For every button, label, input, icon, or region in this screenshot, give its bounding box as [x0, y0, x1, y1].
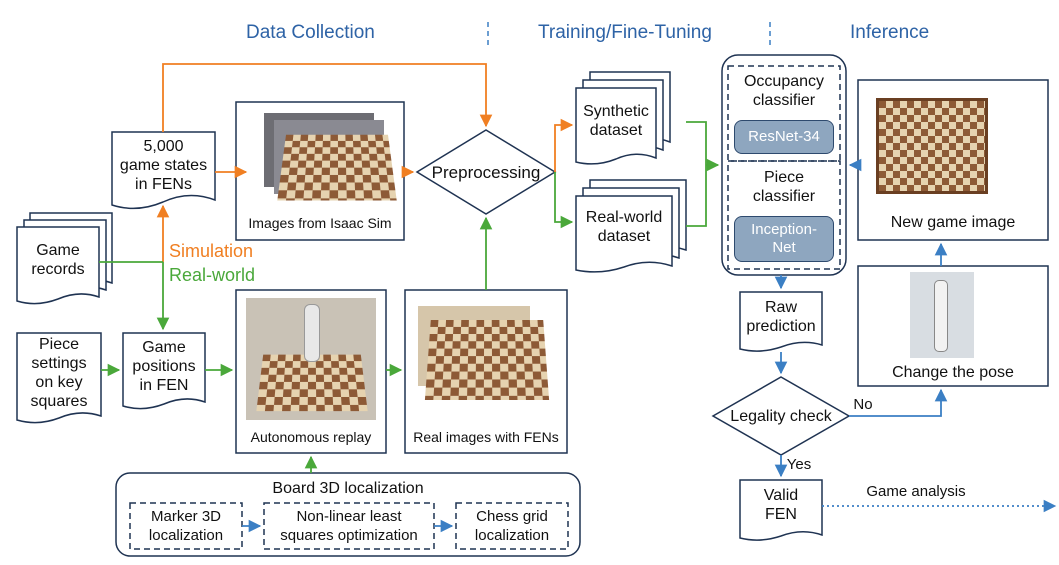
marker-3d-label: Marker 3D localization [130, 505, 242, 547]
occupancy-classifier-label: Occupancy classifier [728, 70, 840, 112]
game-records-label: Game records [17, 237, 99, 283]
game-states-label: 5,000 game states in FENs [112, 134, 215, 196]
robot-arm [304, 304, 320, 362]
board-localization-label: Board 3D localization [116, 477, 580, 499]
no-label: No [848, 394, 878, 414]
chess-grid-label: Chess grid localization [456, 505, 568, 547]
legality-check-label: Legality check [713, 405, 849, 427]
game-analysis-label: Game analysis [856, 481, 976, 501]
piece-settings-label: Piece settings on key squares [17, 334, 101, 412]
realworld-dataset-label: Real-world dataset [576, 204, 672, 250]
robot-arm-pose [934, 280, 948, 352]
game-positions-label: Game positions in FEN [123, 336, 205, 396]
autonomous-replay-image [246, 298, 376, 420]
raw-prediction-label: Raw prediction [740, 296, 822, 338]
valid-fen-label: Valid FEN [740, 484, 822, 526]
real-images-photo [425, 320, 549, 400]
section-title-training: Training/Fine-Tuning [538, 22, 712, 44]
change-pose-photo [910, 272, 974, 358]
synthetic-dataset-label: Synthetic dataset [576, 98, 656, 144]
change-pose-label: Change the pose [858, 360, 1048, 384]
real-flow-to-realworld [555, 172, 572, 222]
isaac-sim-image [277, 135, 396, 201]
real-images-label: Real images with FENs [405, 426, 567, 448]
section-title-data-collection: Data Collection [246, 22, 375, 44]
dataset-merge [686, 122, 718, 226]
replay-board [256, 355, 367, 411]
section-title-inference: Inference [850, 22, 929, 44]
isaac-images-label: Images from Isaac Sim [236, 212, 404, 234]
nonlinear-ls-label: Non-linear least squares optimization [264, 505, 434, 547]
preprocessing-label: Preprocessing [417, 160, 555, 184]
autonomous-replay-label: Autonomous replay [236, 426, 386, 448]
simulation-label: Simulation [169, 241, 253, 262]
new-game-image-label: New game image [858, 210, 1048, 234]
resnet-pill: ResNet-34 [734, 120, 834, 154]
yes-label: Yes [784, 454, 814, 474]
piece-classifier-label: Piece classifier [728, 166, 840, 208]
real-world-label: Real-world [169, 265, 255, 286]
new-game-photo [876, 98, 988, 194]
inception-pill: Inception- Net [734, 216, 834, 262]
sim-flow-to-synthetic [555, 125, 572, 172]
